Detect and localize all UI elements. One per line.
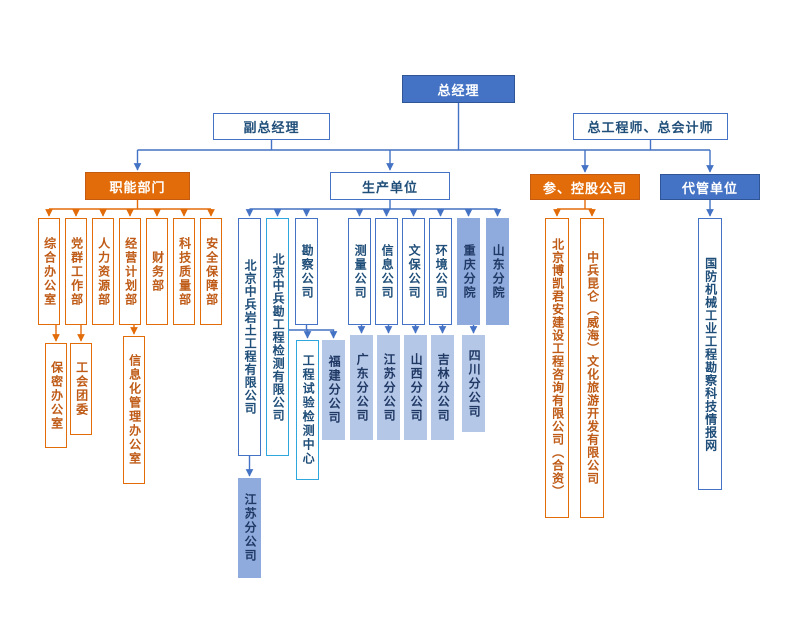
node-bokai-junan-company: 北京博凯君安建设工程咨询有限公司（合资） <box>545 218 569 518</box>
node-general-manager: 总经理 <box>402 75 515 103</box>
node-test-inspection-center: 工程试验检测中心 <box>296 340 319 480</box>
node-managed-units: 代管单位 <box>660 174 760 200</box>
node-guangdong-branch: 广东分公司 <box>350 335 373 440</box>
node-geotech-company: 北京中兵岩土工程有限公司 <box>238 218 261 456</box>
node-information-company: 信息公司 <box>375 218 398 325</box>
node-jilin-branch: 吉林分公司 <box>431 335 454 440</box>
node-operation-planning-dept: 经营计划部 <box>119 218 141 325</box>
node-party-mass-dept: 党群工作部 <box>65 218 87 325</box>
node-holding-companies: 参、控股公司 <box>530 174 640 200</box>
node-inspection-company: 北京中兵勘工程检测有限公司 <box>266 218 289 456</box>
node-shandong-branch: 山东分院 <box>486 218 509 325</box>
node-union-youth-league: 工会团委 <box>70 343 92 435</box>
node-measurement-company: 测量公司 <box>348 218 371 325</box>
node-informatization-office: 信息化管理办公室 <box>123 336 145 484</box>
node-defense-info-network: 国防机械工业工程勘察科技情报网 <box>698 218 722 490</box>
node-hr-dept: 人力资源部 <box>92 218 114 325</box>
node-chongqing-branch: 重庆分院 <box>457 218 480 325</box>
node-general-office: 综合办公室 <box>38 218 60 325</box>
node-environment-company: 环境公司 <box>429 218 452 325</box>
node-functional-departments: 职能部门 <box>85 172 190 200</box>
node-jiangsu-branch-geotech: 江苏分公司 <box>238 478 261 578</box>
node-safety-dept: 安全保障部 <box>200 218 222 325</box>
node-chief-engineer-accountant: 总工程师、总会计师 <box>573 113 728 140</box>
node-deputy-general-manager: 副总经理 <box>213 113 330 140</box>
node-production-units: 生产单位 <box>330 172 450 200</box>
node-shanxi-branch: 山西分公司 <box>404 335 427 440</box>
node-survey-company: 勘察公司 <box>295 218 318 325</box>
node-confidentiality-office: 保密办公室 <box>45 343 67 448</box>
node-finance-dept: 财务部 <box>146 218 168 325</box>
node-sichuan-branch: 四川分公司 <box>462 335 485 432</box>
node-tech-quality-dept: 科技质量部 <box>173 218 195 325</box>
node-jiangsu-branch: 江苏分公司 <box>377 335 400 440</box>
node-fujian-branch: 福建分公司 <box>322 340 345 440</box>
node-heritage-company: 文保公司 <box>402 218 425 325</box>
node-kunlun-weihai-company: 中兵昆仑（威海）文化旅游开发有限公司 <box>580 218 604 518</box>
